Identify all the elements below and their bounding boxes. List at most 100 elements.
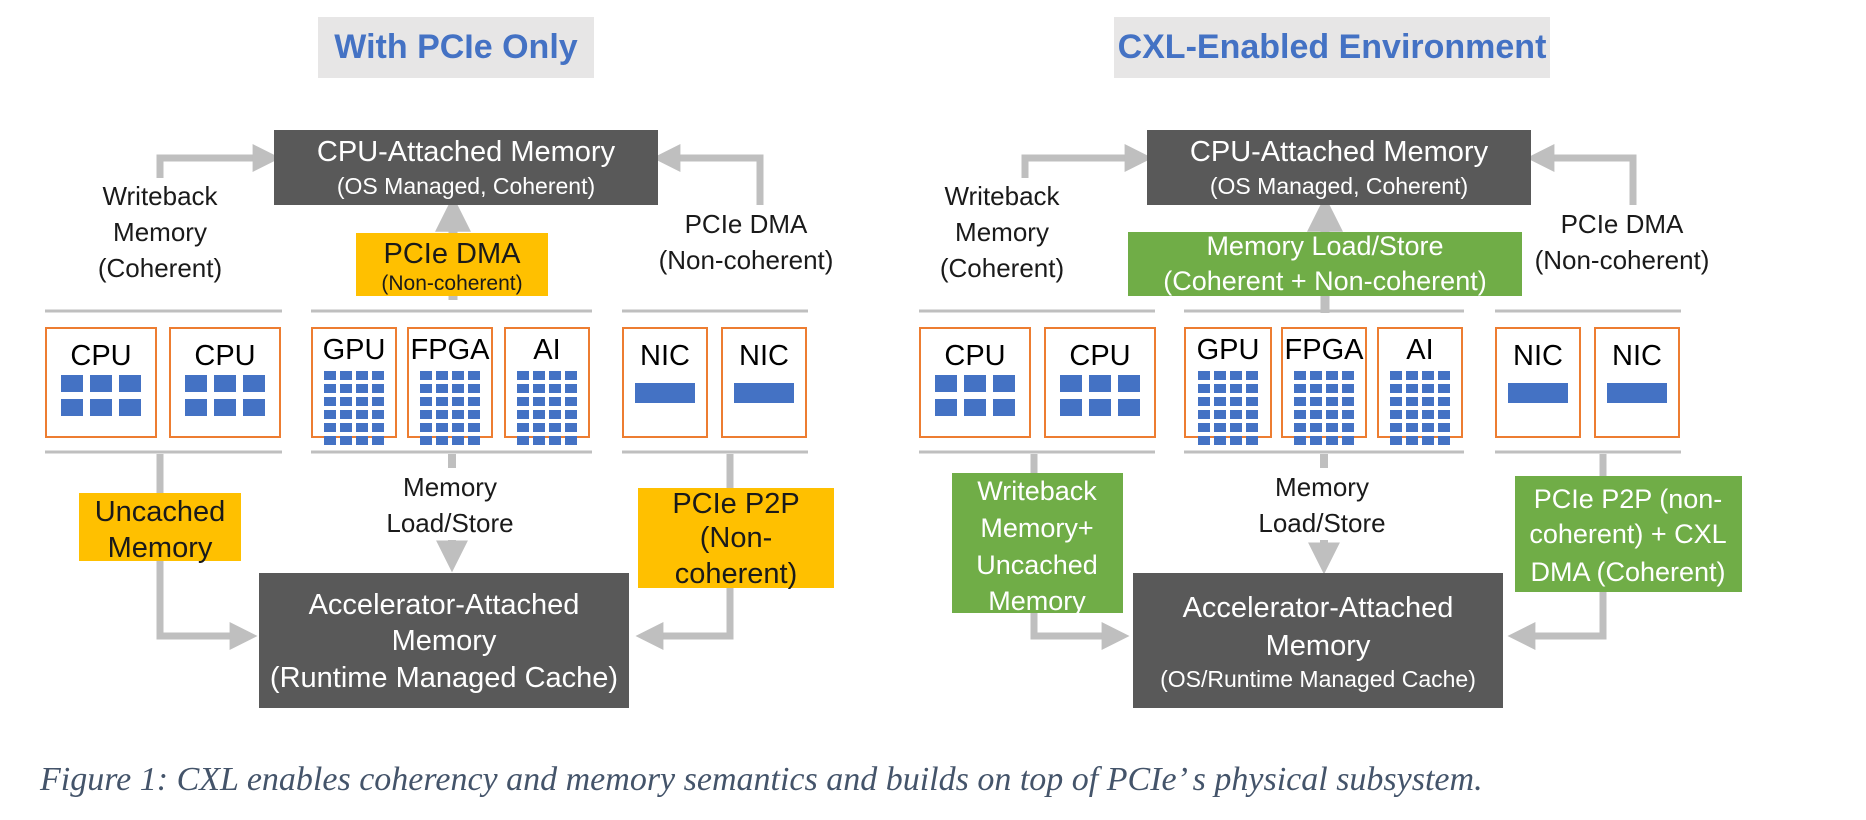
accel-core-square xyxy=(452,371,464,380)
accel-core-square xyxy=(549,423,561,432)
right-title: CXL-Enabled Environment xyxy=(1118,28,1547,66)
right-writeback-label: Writeback Memory (Coherent) xyxy=(925,178,1125,284)
right-load-store-label: Memory Load/Store xyxy=(1258,472,1385,538)
cpu-core-square xyxy=(993,375,1015,392)
accel-memory-line1: Accelerator-Attached xyxy=(309,589,580,621)
processor-box xyxy=(1495,327,1581,438)
accel-core-square xyxy=(1390,436,1402,445)
processor-label: CPU xyxy=(70,340,131,372)
accel-core-square xyxy=(1422,423,1434,432)
accel-core-square xyxy=(1326,384,1338,393)
processor-box xyxy=(721,327,807,438)
cpu-core-square xyxy=(935,375,957,392)
load-store-line1: Memory xyxy=(403,472,497,502)
processor-label: AI xyxy=(1406,334,1433,366)
accel-core-square xyxy=(340,410,352,419)
accel-core-square xyxy=(1214,371,1226,380)
accel-core-square xyxy=(517,384,529,393)
processor-nic: NIC xyxy=(1495,327,1581,438)
pcie-dma-title: PCIe DMA xyxy=(384,238,522,270)
left-right-dma-label: PCIe DMA (Non-coherent) xyxy=(650,205,870,281)
pcie-dma-subtitle: (Non-coherent) xyxy=(381,272,522,295)
accel-core-square xyxy=(1390,423,1402,432)
accel-core-square xyxy=(549,436,561,445)
accel-core-square xyxy=(1198,371,1210,380)
processor-label: FPGA xyxy=(411,334,491,366)
cpu-core-square xyxy=(61,399,83,416)
cpu-core-square xyxy=(185,399,207,416)
uncached-line2: Memory xyxy=(108,532,213,564)
processor-cpu: CPU xyxy=(1044,327,1156,438)
right-title-background xyxy=(1114,17,1550,78)
accel-core-square xyxy=(1294,423,1306,432)
accel-core-square xyxy=(1390,371,1402,380)
accel-core-square xyxy=(372,410,384,419)
accel-core-square xyxy=(1294,410,1306,419)
nic-bar xyxy=(1607,383,1667,403)
accel-core-square xyxy=(1438,423,1450,432)
accel-core-square xyxy=(1246,397,1258,406)
right-dma-line1: PCIe DMA xyxy=(685,209,808,239)
p2p-line1: PCIe P2P (non- xyxy=(1534,484,1723,514)
accel-core-square xyxy=(1246,436,1258,445)
processor-fpga: FPGA xyxy=(407,327,493,445)
accel-core-square xyxy=(1214,436,1226,445)
cpu-core-square xyxy=(1118,375,1140,392)
accel-core-square xyxy=(1310,397,1322,406)
cpu-core-square xyxy=(243,375,265,392)
accel-memory-line1: Accelerator-Attached xyxy=(1183,592,1454,624)
accel-core-square xyxy=(1198,410,1210,419)
writeback-line1: Writeback xyxy=(944,181,1060,211)
right-dma-line2: (Non-coherent) xyxy=(1535,245,1710,275)
right-right-dma-label: PCIe DMA (Non-coherent) xyxy=(1525,205,1745,281)
processor-gpu: GPU xyxy=(311,327,397,445)
accel-core-square xyxy=(452,436,464,445)
processor-cpu: CPU xyxy=(45,327,157,438)
writeback-line3: (Coherent) xyxy=(940,253,1064,283)
accel-core-square xyxy=(1438,384,1450,393)
p2p-line1: PCIe P2P xyxy=(672,488,799,520)
accel-core-square xyxy=(1390,397,1402,406)
accel-core-square xyxy=(1198,397,1210,406)
right-writeback-uncached-box: Writeback Memory+ Uncached Memory xyxy=(952,473,1123,616)
accel-core-square xyxy=(1422,384,1434,393)
accel-core-square xyxy=(1438,397,1450,406)
processor-label: GPU xyxy=(1197,334,1260,366)
left-writeback-label: Writeback Memory (Coherent) xyxy=(60,178,260,284)
accel-core-square xyxy=(517,397,529,406)
accel-core-square xyxy=(452,423,464,432)
left-title: With PCIe Only xyxy=(334,28,577,66)
processor-nic: NIC xyxy=(1594,327,1680,438)
accel-core-square xyxy=(517,410,529,419)
wb-uncached-line1: Writeback xyxy=(977,476,1097,506)
processor-box xyxy=(622,327,708,438)
left-p2p-box: PCIe P2P (Non- coherent) xyxy=(638,488,834,590)
accel-core-square xyxy=(533,371,545,380)
load-store-line1: Memory xyxy=(1275,472,1369,502)
right-memory-load-store-box: Memory Load/Store (Coherent + Non-cohere… xyxy=(1128,231,1522,296)
processor-nic: NIC xyxy=(721,327,807,438)
cpu-memory-title: CPU-Attached Memory xyxy=(1190,136,1489,168)
cpu-core-square xyxy=(935,399,957,416)
cpu-core-square xyxy=(1089,399,1111,416)
accel-core-square xyxy=(436,371,448,380)
accel-core-square xyxy=(1230,410,1242,419)
accel-core-square xyxy=(1294,371,1306,380)
accel-core-square xyxy=(1422,410,1434,419)
load-store-line2: Load/Store xyxy=(386,508,513,538)
accel-core-square xyxy=(1230,423,1242,432)
accel-core-square xyxy=(1406,397,1418,406)
accel-core-square xyxy=(533,423,545,432)
accel-core-square xyxy=(340,423,352,432)
accel-core-square xyxy=(420,384,432,393)
cpu-memory-title: CPU-Attached Memory xyxy=(317,136,616,168)
accel-core-square xyxy=(468,423,480,432)
accel-core-square xyxy=(452,384,464,393)
accel-core-square xyxy=(420,423,432,432)
accel-core-square xyxy=(1390,410,1402,419)
cpu-memory-subtitle: (OS Managed, Coherent) xyxy=(1210,173,1468,199)
processor-nic: NIC xyxy=(622,327,708,438)
accel-core-square xyxy=(1246,371,1258,380)
accel-core-square xyxy=(1326,410,1338,419)
